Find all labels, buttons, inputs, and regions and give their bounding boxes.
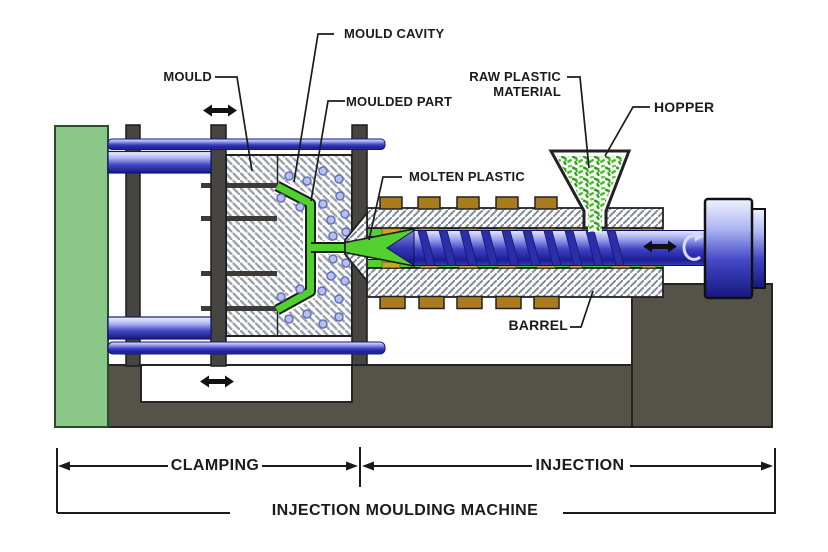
screw-tip (386, 229, 415, 267)
raw-plastic-material-label: RAW PLASTIC MATERIAL (455, 69, 561, 99)
cooling-channels (276, 166, 351, 329)
moving-platen (210, 124, 227, 367)
raw-plastic-pellets (556, 156, 624, 232)
clamping-section-label: CLAMPING (170, 457, 260, 474)
mould-label: MOULD (163, 69, 212, 84)
mould-cavity-label: MOULD CAVITY (344, 26, 445, 41)
injection-section-label: INJECTION (535, 457, 625, 474)
screw-flights (417, 230, 625, 266)
clamp-cylinder-bottom (107, 316, 212, 340)
raw-plastic-line1: RAW PLASTIC (469, 69, 561, 84)
clamping-plate (54, 125, 109, 428)
barrel-label: BARREL (508, 317, 568, 333)
tie-bars (107, 138, 386, 355)
ejector-pins (201, 183, 277, 311)
dimension-lines (56, 447, 776, 514)
nozzle (344, 210, 415, 284)
drive-cylinder (703, 197, 754, 300)
hopper (548, 149, 632, 232)
diagram-title: INJECTION MOULDING MACHINE (271, 502, 539, 519)
platen-motion-arrow-icon (203, 104, 237, 117)
moulded-part (274, 181, 316, 315)
leader-lines (215, 33, 650, 328)
hopper-label: HOPPER (654, 99, 715, 115)
rotation-arrow-icon (682, 231, 704, 261)
heater-bands (379, 196, 560, 310)
clamp-cylinder-top (107, 150, 212, 174)
base-slot (140, 364, 353, 403)
molten-plastic-label: MOLTEN PLASTIC (409, 169, 525, 184)
screw-drive (703, 197, 766, 300)
moulded-part-label: MOULDED PART (346, 94, 453, 109)
raw-plastic-line2: MATERIAL (493, 83, 561, 99)
machine-base (106, 283, 773, 428)
rear-platen (125, 124, 141, 367)
